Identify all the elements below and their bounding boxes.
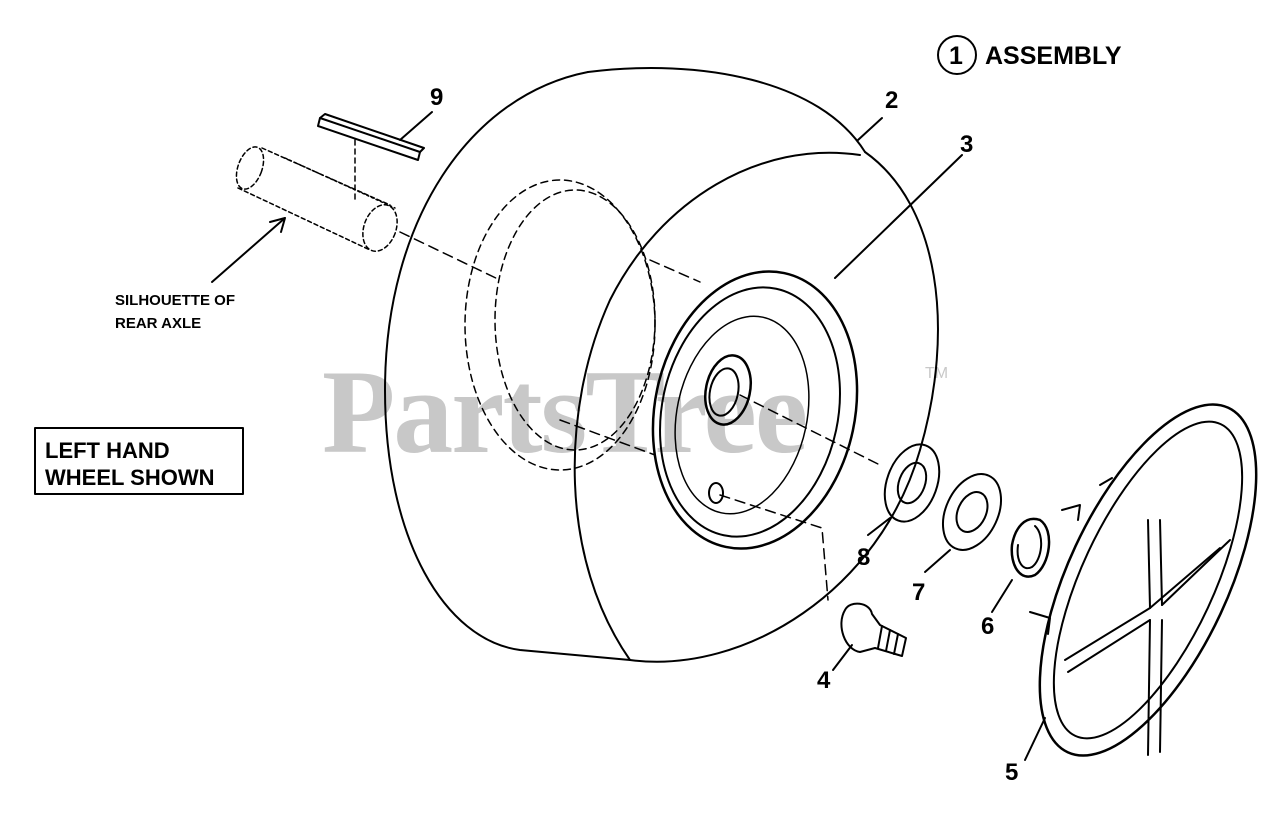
valve-stem-part-4 <box>840 602 907 657</box>
leader-7 <box>924 549 951 573</box>
leader-2 <box>857 117 883 141</box>
callout-4: 4 <box>817 667 831 694</box>
retaining-ring-part-6 <box>1010 517 1051 578</box>
callout-6: 6 <box>981 613 994 640</box>
callout-7: 7 <box>912 579 925 606</box>
callout-3: 3 <box>960 131 973 158</box>
assembly-callout-number: 1 <box>949 42 963 70</box>
watermark-text: PartsTree <box>322 345 806 478</box>
callout-5: 5 <box>1005 759 1018 786</box>
hub-cap-part-5 <box>1029 403 1258 757</box>
callout-9: 9 <box>430 84 443 111</box>
leader-3 <box>834 154 963 279</box>
leader-9 <box>399 111 433 141</box>
callout-8: 8 <box>857 544 870 571</box>
leader-4 <box>832 644 853 671</box>
axle-note-line-1: SILHOUETTE OF <box>115 292 235 309</box>
rear-axle-silhouette <box>235 146 398 252</box>
leader-axle <box>211 217 286 283</box>
leader-6 <box>991 579 1013 613</box>
leader-lines <box>211 111 1046 761</box>
note-box-border <box>34 427 244 495</box>
callout-2: 2 <box>885 87 898 114</box>
note-line-1: LEFT HAND <box>45 438 170 463</box>
assembly-callout-circle <box>937 35 977 75</box>
assembly-center-lines <box>354 139 881 601</box>
leader-5 <box>1024 717 1046 761</box>
key-part-9 <box>317 113 425 161</box>
leader-8 <box>867 517 891 536</box>
washer-part-7 <box>941 473 1003 551</box>
assembly-label: ASSEMBLY <box>985 42 1122 70</box>
watermark-tm: TM <box>925 365 948 382</box>
tire-part-2 <box>384 67 939 663</box>
note-line-2: WHEEL SHOWN <box>45 465 214 490</box>
washer-part-8 <box>883 443 941 523</box>
axle-arrow-head <box>269 217 286 233</box>
axle-note-line-2: REAR AXLE <box>115 315 201 332</box>
